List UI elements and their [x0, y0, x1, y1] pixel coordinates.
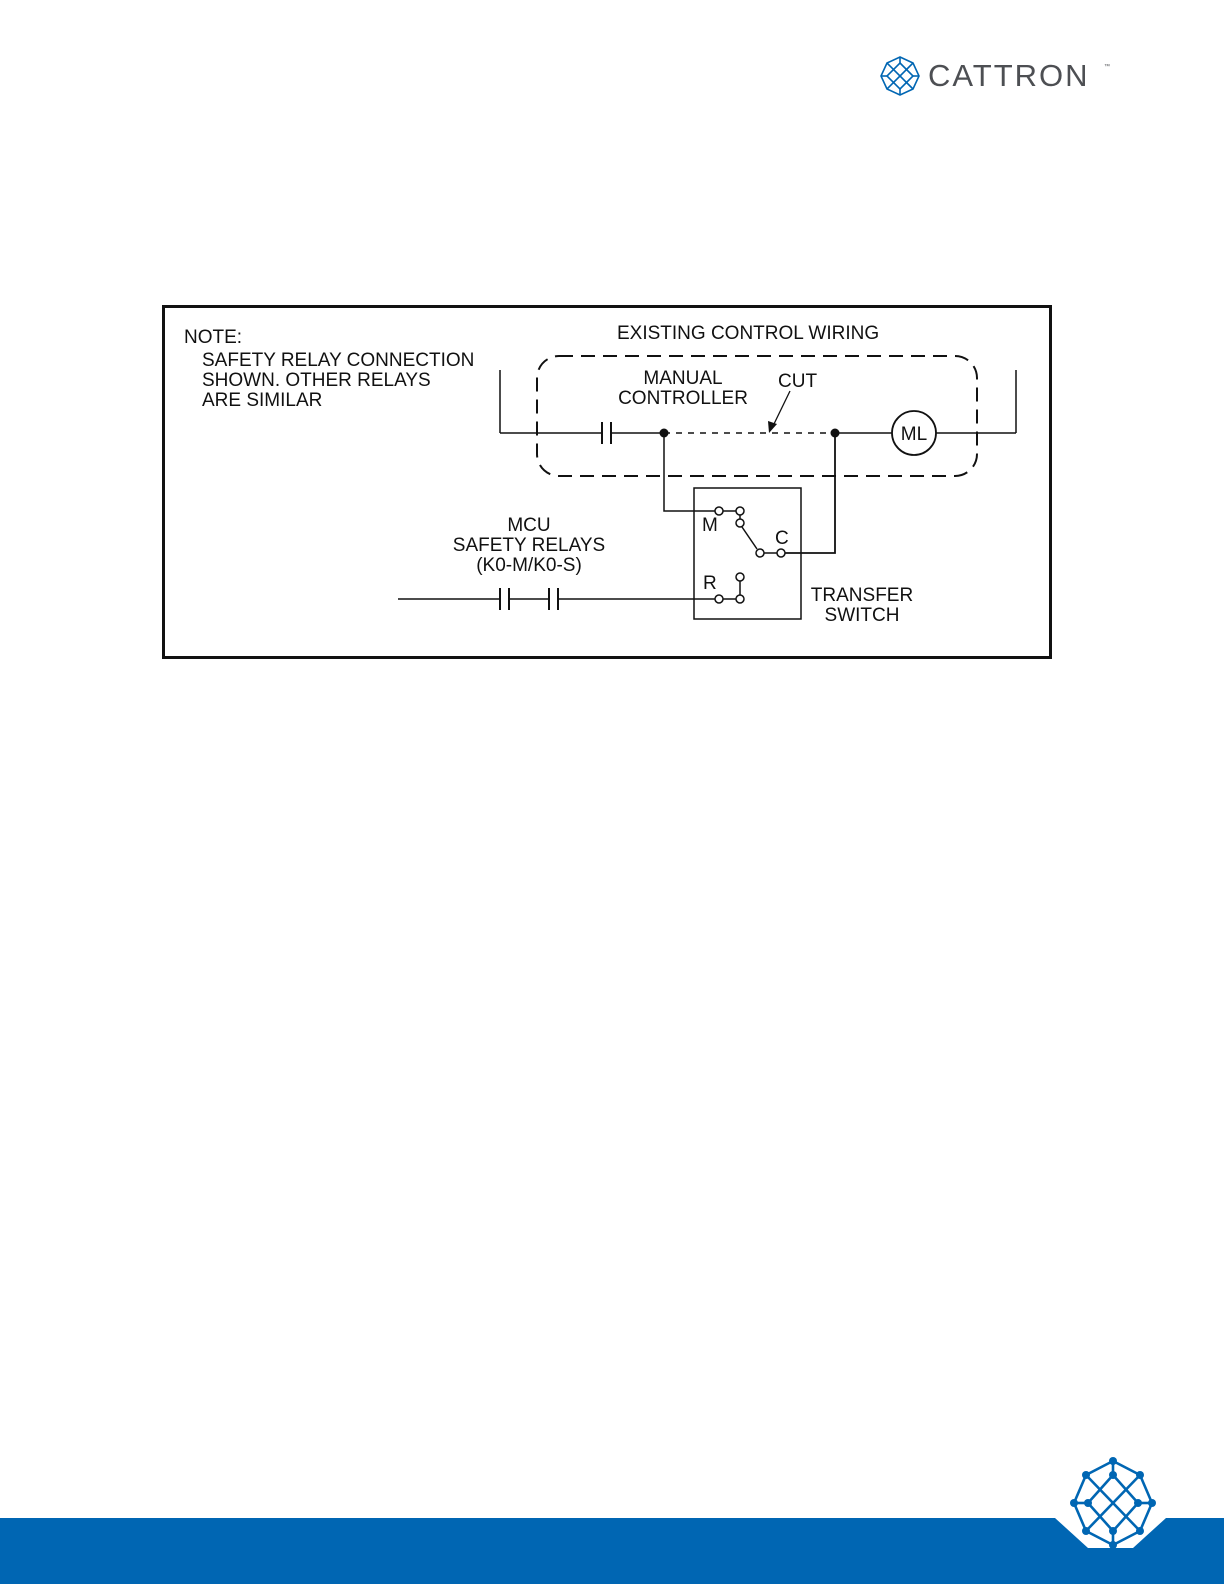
mcu-line-1: MCU [507, 515, 550, 536]
note-title: NOTE: [184, 327, 242, 348]
wire-to-switch-c [782, 433, 835, 553]
switch-terminal-r3 [736, 595, 744, 603]
note-line-2: SHOWN. OTHER RELAYS [202, 370, 431, 391]
cattron-network-icon [1068, 1455, 1158, 1551]
cut-arrow-head [768, 421, 777, 433]
transfer-switch-line-1: TRANSFER [811, 585, 913, 606]
cut-label: CUT [778, 371, 817, 392]
manual-controller-line-1: MANUAL [643, 368, 722, 389]
cut-arrow-line [773, 391, 790, 426]
note-line-1: SAFETY RELAY CONNECTION [202, 350, 474, 371]
cattron-network-icon [878, 54, 922, 98]
brand-name: CATTRON [928, 58, 1090, 94]
manual-controller-line-2: CONTROLLER [618, 388, 748, 409]
switch-terminal-c2 [777, 549, 785, 557]
switch-terminal-m3 [736, 519, 744, 527]
footer-bar-shape [0, 1518, 1224, 1584]
footer-bar [0, 1518, 1224, 1584]
footer-network-icon [1068, 1455, 1158, 1551]
switch-c-label: C [775, 528, 789, 549]
mcu-line-3: (K0-M/K0-S) [476, 555, 582, 576]
wire-to-switch-m [664, 433, 719, 511]
mcu-line-2: SAFETY RELAYS [453, 535, 605, 556]
switch-terminal-r2 [715, 595, 723, 603]
switch-m-label: M [702, 515, 718, 536]
switch-r-label: R [703, 573, 717, 594]
switch-terminal-c1 [756, 549, 764, 557]
brand-trademark: ™ [1104, 64, 1110, 70]
cattron-logo: CATTRON ™ [878, 54, 1110, 100]
switch-terminal-r1 [736, 573, 744, 581]
existing-wiring-label: EXISTING CONTROL WIRING [617, 323, 879, 344]
switch-terminal-m2 [736, 507, 744, 515]
note-line-3: ARE SIMILAR [202, 390, 322, 411]
wiring-diagram: NOTE: SAFETY RELAY CONNECTION SHOWN. OTH… [162, 305, 1062, 665]
transfer-switch-line-2: SWITCH [825, 605, 900, 626]
switch-terminal-m1 [715, 507, 723, 515]
ml-label: ML [901, 424, 927, 445]
